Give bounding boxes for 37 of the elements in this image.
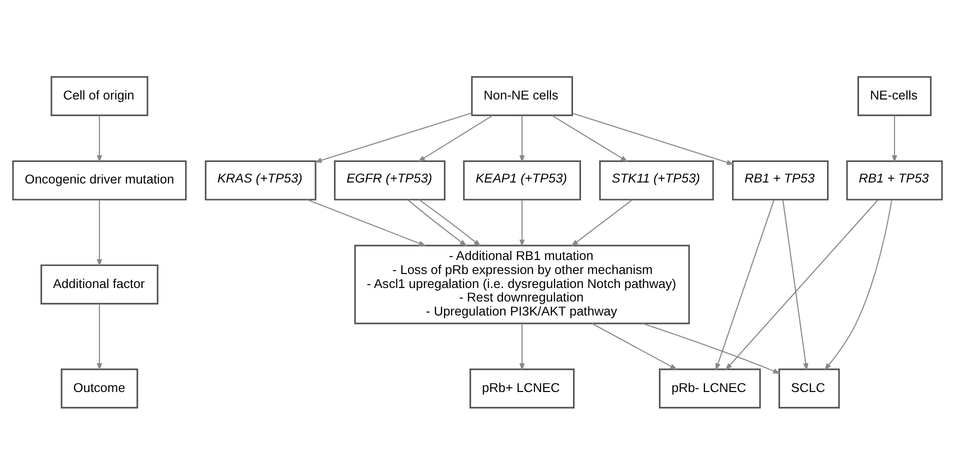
node-box: STK11 (+TP53) [599, 160, 714, 200]
node-box: Outcome [60, 368, 138, 409]
node-box: Additional factor [40, 264, 158, 304]
node-box: RB1 + TP53 [732, 160, 829, 200]
node-box: RB1 + TP53 [846, 160, 943, 200]
arrow [725, 199, 879, 370]
arrow [572, 112, 734, 165]
arrow [570, 199, 633, 246]
arrow [716, 200, 775, 371]
arrow [307, 199, 426, 246]
arrow [782, 200, 808, 371]
arrow [96, 200, 102, 267]
arrow [96, 304, 102, 371]
arrow [407, 199, 468, 246]
node-box: KEAP1 (+TP53) [463, 160, 582, 200]
node-box: Oncogenic driver mutation [12, 160, 187, 200]
node-box: - Additional RB1 mutation - Loss of pRb expression by other mechanism - Ascl1 upregalation (i.e. dysregulation Notch pathway) - Rest downregulation - Upregulation PI3K/AKT pathway [354, 244, 690, 324]
node-box: Non-NE cells [471, 76, 574, 116]
arrow [642, 323, 781, 374]
arrow [96, 115, 102, 163]
arrow [519, 200, 525, 248]
node-box: SCLC [778, 368, 840, 409]
node-box: pRb- LCNEC [658, 368, 761, 409]
node-box: pRb+ LCNEC [470, 368, 575, 409]
arrow [314, 112, 472, 163]
arrow [519, 115, 525, 163]
node-box: Cell of origin [50, 76, 148, 116]
node-box: NE-cells [857, 76, 932, 116]
arrow [418, 199, 482, 246]
arrow [552, 114, 628, 162]
node-box: EGFR (+TP53) [334, 160, 446, 200]
arrow [418, 114, 493, 162]
arrow [824, 200, 892, 371]
arrow [892, 115, 898, 163]
arrow [519, 323, 525, 371]
node-box: KRAS (+TP53) [204, 160, 316, 200]
arrow [592, 323, 678, 370]
